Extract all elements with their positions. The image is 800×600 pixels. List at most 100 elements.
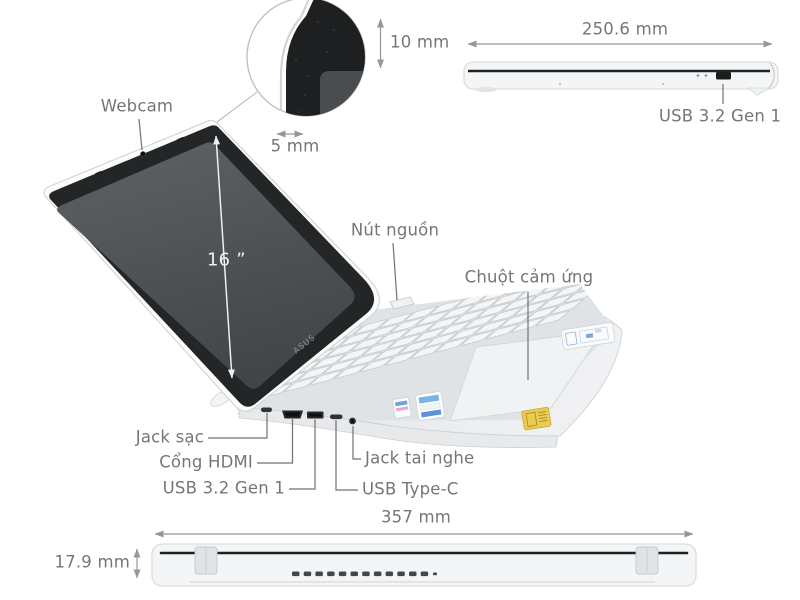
keyboard-key bbox=[415, 311, 449, 327]
vent-slot bbox=[350, 571, 358, 577]
keyboard-key bbox=[513, 301, 547, 317]
keyboard-key bbox=[550, 299, 584, 315]
keyboard-key bbox=[524, 306, 558, 322]
keyboard-key bbox=[412, 327, 446, 343]
keyboard-key bbox=[502, 296, 536, 312]
keyboard-key bbox=[312, 354, 346, 370]
vent-slot bbox=[373, 571, 382, 577]
usb-a-leader bbox=[289, 419, 316, 490]
keyboard-key bbox=[527, 289, 561, 305]
vent-slot bbox=[327, 571, 335, 577]
keyboard-key bbox=[452, 309, 486, 325]
hdmi-leader bbox=[257, 419, 294, 464]
vent-slot bbox=[303, 571, 312, 577]
keyboard-key bbox=[337, 347, 371, 363]
front-vents bbox=[292, 571, 437, 577]
inset-screen bbox=[320, 71, 365, 116]
keyboard-key bbox=[323, 358, 357, 374]
side-body bbox=[463, 61, 779, 90]
keyboard-key bbox=[477, 302, 511, 318]
keyboard-key bbox=[373, 345, 407, 361]
vent-slot bbox=[409, 571, 417, 577]
usb-a-label: USB 3.2 Gen 1 bbox=[162, 478, 285, 498]
front-body bbox=[151, 543, 697, 587]
vent-slot bbox=[292, 571, 300, 577]
bezel-detail-inset bbox=[216, 0, 384, 138]
keyboard-key bbox=[538, 294, 572, 310]
vent-slot bbox=[338, 571, 347, 577]
gold-sticker bbox=[521, 406, 552, 431]
keyboard-key bbox=[351, 335, 385, 351]
keyboard-key bbox=[309, 370, 343, 386]
depth-dimension-label: 250.6 mm bbox=[581, 19, 669, 39]
keyboard-key bbox=[463, 314, 497, 330]
keyboard-key bbox=[536, 311, 570, 327]
hdmi-port-inner bbox=[285, 412, 300, 417]
keyboard-key bbox=[449, 325, 483, 341]
laptop-lid: ASUS bbox=[43, 119, 380, 412]
usb-c-port bbox=[330, 414, 343, 420]
keyboard-key bbox=[340, 331, 374, 347]
vent-slot bbox=[362, 571, 370, 577]
charging-jack-label: Jack sạc bbox=[135, 427, 204, 447]
side-bezel-label: 5 mm bbox=[270, 136, 320, 156]
keyboard-key bbox=[592, 265, 626, 281]
side-view bbox=[463, 40, 779, 104]
screen-panel bbox=[57, 142, 355, 389]
keyboard-key bbox=[387, 334, 421, 350]
keyboard-key bbox=[398, 339, 432, 355]
keyboard-key bbox=[365, 324, 399, 340]
keyboard-key bbox=[384, 350, 418, 366]
power-button-label: Nút nguồn bbox=[350, 220, 440, 240]
headphone-leader bbox=[352, 426, 361, 460]
headphone-port-inner bbox=[351, 419, 354, 423]
usb-a-port-inner bbox=[309, 413, 322, 417]
side-led-2 bbox=[704, 74, 708, 77]
top-bezel-label: 10 mm bbox=[390, 32, 450, 52]
front-view bbox=[133, 530, 697, 587]
keyboard-key bbox=[466, 298, 500, 314]
keyboard-key bbox=[429, 299, 463, 315]
keyboard-key bbox=[491, 291, 525, 307]
keyboard-key bbox=[424, 332, 458, 348]
keyboard-key bbox=[401, 322, 435, 338]
keyboard-key bbox=[474, 319, 508, 335]
keyboard-key bbox=[438, 321, 472, 337]
keyboard-key bbox=[440, 304, 474, 320]
charging-port bbox=[261, 407, 272, 413]
width-dimension-label: 357 mm bbox=[380, 507, 452, 527]
inset-pointer-line bbox=[216, 91, 258, 123]
keyboard-key bbox=[404, 306, 438, 322]
cpu-sticker bbox=[415, 391, 445, 421]
keyboard-key bbox=[376, 329, 410, 345]
webcam-label: Webcam bbox=[100, 96, 174, 116]
side-screw-2 bbox=[662, 83, 664, 85]
side-screw-1 bbox=[559, 83, 561, 85]
vent-slot bbox=[397, 571, 405, 577]
charging-leader bbox=[208, 413, 268, 439]
inset-lid-edge bbox=[279, 0, 314, 116]
numberpad-sticker bbox=[560, 322, 616, 350]
thickness-dimension-label: 17.9 mm bbox=[54, 552, 130, 572]
vent-slot bbox=[433, 572, 437, 576]
webcam-dot bbox=[140, 151, 146, 157]
side-hinge-end bbox=[768, 62, 775, 89]
side-usb-label: USB 3.2 Gen 1 bbox=[658, 106, 782, 126]
inset-bezel-speckle bbox=[295, 21, 335, 113]
touchpad bbox=[449, 330, 605, 422]
bezel-bumper-left bbox=[95, 170, 102, 176]
keyboard-key bbox=[284, 377, 318, 393]
keyboard-key bbox=[348, 352, 382, 368]
vent-slot bbox=[315, 571, 323, 577]
touchpad-label: Chuột cảm ứng bbox=[464, 267, 594, 287]
hdmi-label: Cổng HDMI bbox=[159, 452, 253, 472]
usb-c-label: USB Type-C bbox=[362, 479, 459, 499]
keyboard-key bbox=[362, 340, 396, 356]
keyboard-key bbox=[298, 365, 332, 381]
power-leader bbox=[392, 242, 398, 301]
side-foot bbox=[475, 86, 497, 93]
vent-slot bbox=[420, 571, 429, 577]
keyboard-key bbox=[410, 344, 444, 360]
